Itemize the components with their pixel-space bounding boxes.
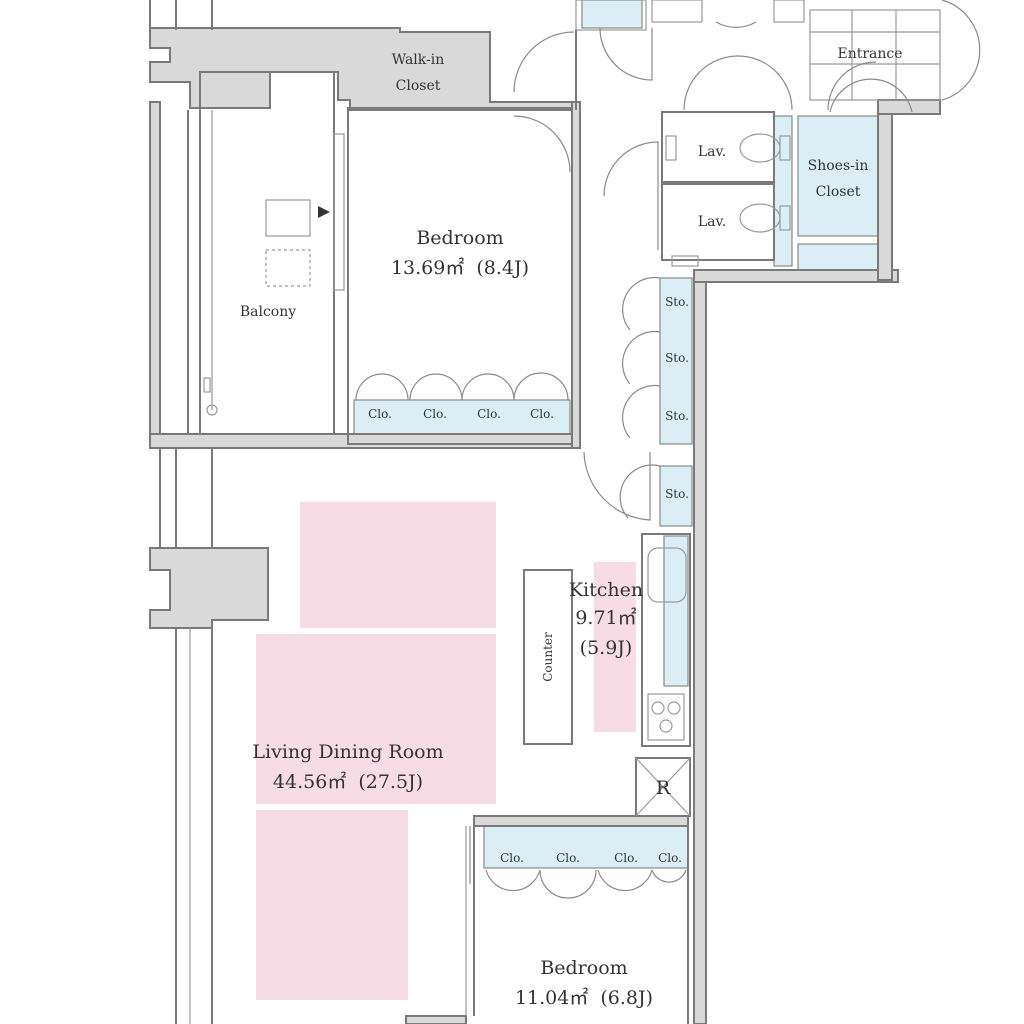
walk-in-closet-label-line1: Walk-in [392, 52, 444, 68]
kitchen-worktop [641, 533, 691, 747]
bottom-wall-stub [405, 1015, 467, 1024]
bedroom1-closet-1: Clo. [368, 407, 392, 421]
storage-unit-4: Sto. [665, 487, 689, 501]
bedroom1-closet-3: Clo. [477, 407, 501, 421]
balcony-unit-2 [265, 249, 311, 287]
bedroom2-top-wall [473, 815, 689, 827]
kitchen-name: Kitchen [569, 579, 643, 601]
sink [647, 547, 687, 603]
storage-unit-2: Sto. [665, 351, 689, 365]
lav-upper-label: Lav. [698, 144, 726, 160]
lav-strip [773, 115, 793, 267]
kitchen-jo: (5.9J) [580, 637, 633, 659]
bedroom1-closet-2: Clo. [423, 407, 447, 421]
living-dining-area: 44.56㎡(27.5J) [273, 770, 423, 793]
balcony-divider-wall [149, 433, 573, 449]
stove [647, 693, 685, 741]
storage-unit-3: Sto. [665, 409, 689, 423]
shoes-in-closet-area [797, 115, 879, 237]
walk-in-closet-label-line2: Closet [396, 78, 441, 94]
entrance-label: Entrance [837, 46, 902, 62]
bedroom1-right-wall [571, 101, 581, 449]
bedroom1-outline [347, 107, 573, 445]
furniture-zone-kitchen [594, 562, 636, 732]
balcony-window [333, 133, 345, 291]
storage-unit-lower-area [659, 465, 693, 527]
left-wall-strip [149, 101, 161, 443]
top-storage-area [581, 0, 643, 29]
bedroom2-closet-2: Clo. [556, 851, 580, 865]
bedroom2-closet-4: Clo. [658, 851, 682, 865]
upper-column-wall [149, 27, 577, 111]
lav-upper-outline [661, 111, 775, 183]
kitchen-counter [523, 569, 573, 745]
shoes-in-closet-lower [797, 243, 879, 271]
bedroom2-name: Bedroom [540, 957, 627, 979]
balcony-unit-1 [265, 199, 311, 237]
bedroom2-closet-3: Clo. [614, 851, 638, 865]
entrance-tile-area [809, 9, 941, 101]
furniture-zones [256, 502, 636, 1000]
lav-lower-label: Lav. [698, 214, 726, 230]
kitchen-area: 9.71㎡ [575, 606, 636, 629]
storage-column-area [659, 277, 693, 445]
furniture-zone-rug [256, 810, 408, 1000]
bedroom1-closet-4: Clo. [530, 407, 554, 421]
bedroom2-area: 11.04㎡(6.8J) [515, 986, 653, 1009]
furniture-zone-sofa [300, 502, 496, 628]
mid-column-wall [149, 547, 269, 629]
labels: Walk-in Closet Entrance Lav. Lav. Shoes-… [240, 46, 903, 1009]
fridge-box [635, 757, 691, 817]
bedroom1-name: Bedroom [416, 227, 503, 249]
bedroom1-area: 13.69㎡(8.4J) [391, 256, 529, 279]
corridor-top-wall [693, 269, 899, 283]
corridor-right-wall [693, 277, 707, 1024]
lav-lower-outline [661, 183, 775, 261]
kitchen-sink-area [663, 535, 689, 687]
balcony-label: Balcony [240, 304, 296, 320]
bedroom2-closets-area [483, 825, 689, 869]
door-swings [355, 0, 981, 899]
furniture-zone-dining [256, 634, 496, 804]
bedroom2-closet-1: Clo. [500, 851, 524, 865]
balcony-outline [199, 71, 335, 435]
counter-label: Counter [541, 632, 555, 682]
fridge-label: R [656, 777, 671, 799]
shoes-in-closet-label-line1: Shoes-in [808, 158, 869, 174]
storage-unit-1: Sto. [665, 295, 689, 309]
entrance-right-wall [877, 109, 893, 281]
living-dining-name: Living Dining Room [252, 741, 443, 763]
shoes-in-closet-label-line2: Closet [816, 184, 861, 200]
outlines [149, 0, 941, 1024]
